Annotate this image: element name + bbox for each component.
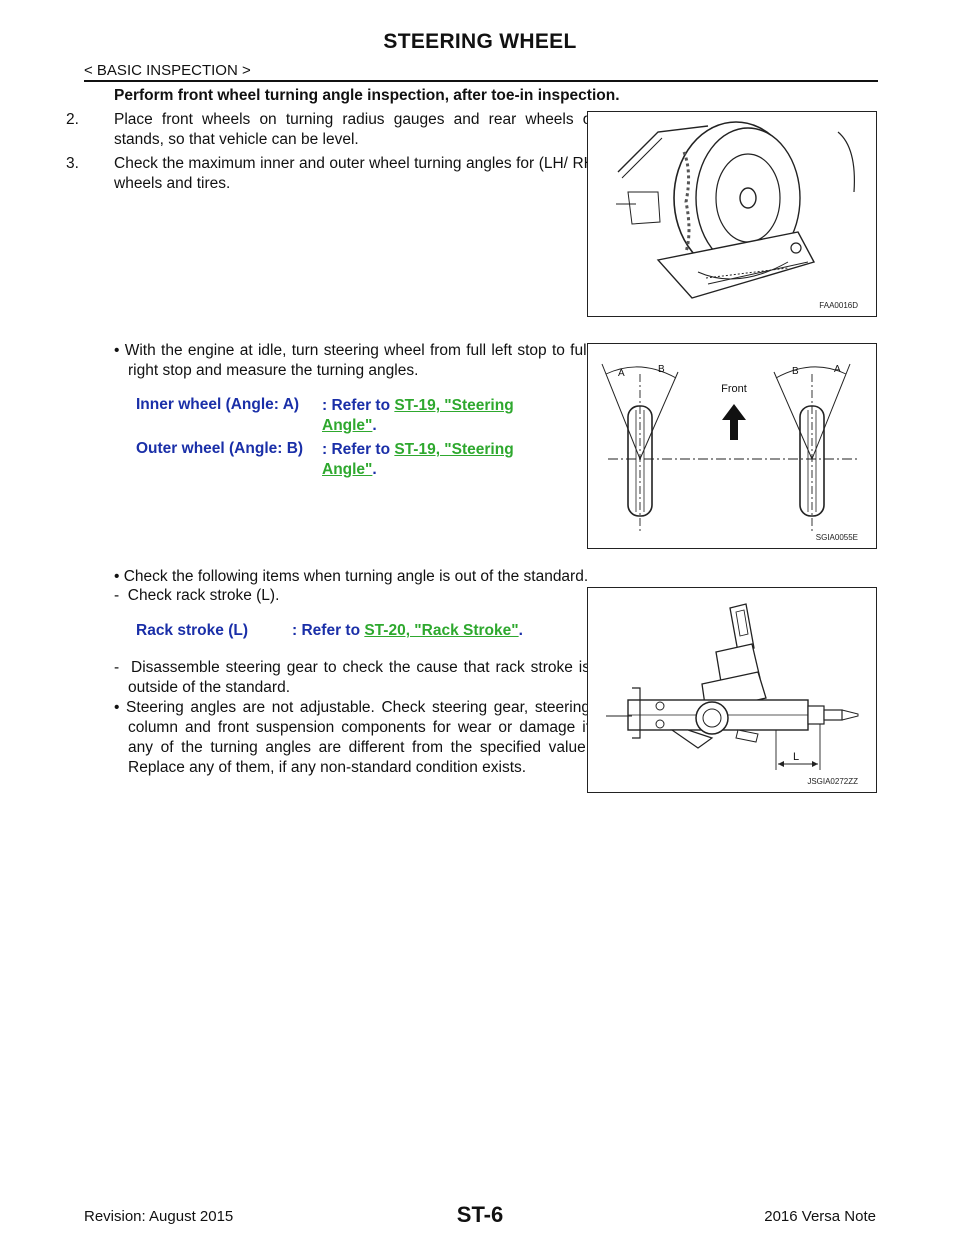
- link-st19-steering-angle[interactable]: ST-19, "Steering Angle": [322, 441, 514, 478]
- link-st20-rack-stroke[interactable]: ST-20, "Rack Stroke": [364, 622, 519, 639]
- bullet-engine-idle: • With the engine at idle, turn steering…: [114, 341, 590, 381]
- step-2: 2. Place front wheels on turning radius g…: [66, 110, 600, 150]
- step-number: 3.: [66, 155, 79, 172]
- footer-model: 2016 Versa Note: [764, 1208, 876, 1225]
- bullet-text: Steering angles are not adjustable. Chec…: [126, 699, 590, 776]
- step-3: 3. Check the maximum inner and outer whee…: [66, 154, 600, 194]
- dash-icon: -: [114, 587, 128, 604]
- link-st19-steering-angle[interactable]: ST-19, "Steering Angle": [322, 397, 514, 434]
- figure-turning-radius-gauge: FAA0016D: [587, 111, 877, 317]
- dash-disassemble: - Disassemble steering gear to check the…: [114, 658, 590, 698]
- spec-inner-label: Inner wheel (Angle: A): [136, 396, 300, 413]
- figure-code: JSGIA0272ZZ: [807, 777, 858, 786]
- bullet-icon: •: [114, 342, 125, 359]
- angle-a-right: A: [834, 364, 841, 375]
- turning-angle-diagram: Front A B B A: [601, 363, 858, 534]
- bullet-icon: •: [114, 699, 127, 716]
- footer-revision: Revision: August 2015: [84, 1208, 234, 1225]
- angle-b-right: B: [792, 366, 799, 377]
- spec-outer-label: Outer wheel (Angle: B): [136, 440, 304, 457]
- figure-rack-stroke: L JSGIA0272ZZ: [587, 587, 877, 793]
- dash-text: Check rack stroke (L).: [127, 587, 280, 604]
- bullet-not-adjustable: • Steering angles are not adjustable. Ch…: [114, 698, 590, 778]
- steering-gear-illustration: L: [606, 603, 859, 770]
- step-text: Check the maximum inner and outer wheel …: [114, 155, 600, 192]
- front-label: Front: [721, 383, 747, 395]
- page-title: STEERING WHEEL: [383, 30, 577, 53]
- spec-rack-label: Rack stroke (L): [136, 622, 248, 639]
- spec-suffix: .: [372, 461, 377, 478]
- bullet-out-of-standard: • Check the following items when turning…: [114, 567, 634, 587]
- spec-prefix: : Refer to: [322, 397, 395, 414]
- figure-turning-angles: Front A B B A SGIA0055E: [587, 343, 877, 549]
- step-text: Place front wheels on turning radius gau…: [114, 111, 600, 148]
- section-breadcrumb: < BASIC INSPECTION >: [84, 62, 251, 79]
- figure-code: FAA0016D: [819, 301, 858, 310]
- intro-note: Perform front wheel turning angle inspec…: [114, 87, 620, 104]
- dash-check-rack: - Check rack stroke (L).: [114, 586, 279, 606]
- bullet-icon: •: [114, 568, 124, 585]
- spec-rack-value: : Refer to ST-20, "Rack Stroke".: [292, 622, 523, 640]
- page-number: ST-6: [456, 1202, 504, 1227]
- angle-a-left: A: [618, 368, 625, 379]
- header-rule: [84, 80, 878, 82]
- spec-suffix: .: [372, 417, 377, 434]
- bullet-text: With the engine at idle, turn steering w…: [124, 342, 590, 379]
- spec-outer-value: : Refer to ST-19, "Steering Angle".: [322, 440, 562, 480]
- bullet-text: Check the following items when turning a…: [123, 568, 589, 585]
- angle-b-left: B: [658, 364, 665, 375]
- step-number: 2.: [66, 111, 79, 128]
- spec-prefix: : Refer to: [292, 622, 365, 639]
- figure-code: SGIA0055E: [815, 533, 858, 542]
- spec-suffix: .: [518, 622, 523, 639]
- spec-inner-value: : Refer to ST-19, "Steering Angle".: [322, 396, 562, 436]
- wheel-on-gauge-illustration: [616, 121, 855, 299]
- dash-icon: -: [114, 659, 132, 676]
- dash-text: Disassemble steering gear to check the c…: [128, 659, 590, 696]
- spec-prefix: : Refer to: [322, 441, 395, 458]
- stroke-l-label: L: [793, 751, 799, 763]
